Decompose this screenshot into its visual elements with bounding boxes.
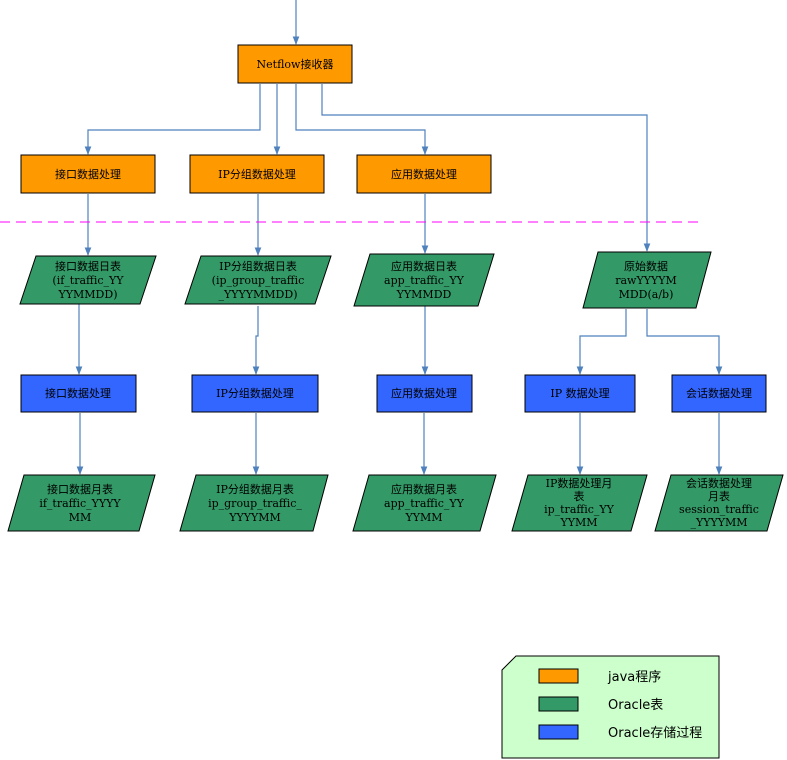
month-session-line1: 会话数据处理 xyxy=(686,476,752,490)
arrow-receiver-java-if xyxy=(84,84,261,155)
receiver-label: Netflow接收器 xyxy=(257,57,334,71)
month-rawip-line4: YYMM xyxy=(559,516,597,529)
java-app-label: 应用数据处理 xyxy=(391,167,457,181)
legend-swatch-java xyxy=(538,668,579,684)
month-app-line3: YYMM xyxy=(404,511,442,524)
arrow-receiver-raw xyxy=(321,84,651,252)
raw-table-node: 原始数据 rawYYYYM MDD(a/b) xyxy=(582,251,712,309)
month-session-line4: _YYYYMM xyxy=(690,516,747,529)
proc-rawip-node: IP 数据处理 xyxy=(524,374,636,413)
month-table-if-node: 接口数据月表 if_traffic_YYYY MM xyxy=(7,474,156,532)
legend-java-label: java程序 xyxy=(607,670,661,685)
receiver-node: Netflow接收器 xyxy=(237,44,353,84)
month-ip-line3: YYYYMM xyxy=(228,511,281,524)
day-ip-line1: IP分组数据日表 xyxy=(219,259,297,273)
day-table-app-node: 应用数据日表 app_traffic_YY YYMMDD xyxy=(353,253,495,307)
raw-line1: 原始数据 xyxy=(624,259,668,273)
month-rawip-line2: 表 xyxy=(574,489,585,503)
arrow-raw-session-proc xyxy=(646,309,723,375)
proc-session-node: 会话数据处理 xyxy=(671,374,767,413)
connectors xyxy=(75,0,723,475)
legend-oracle-table-label: Oracle表 xyxy=(608,698,663,713)
month-if-line3: MM xyxy=(69,511,92,524)
proc-rawip-label: IP 数据处理 xyxy=(550,386,609,400)
month-rawip-line3: ip_traffic_YY xyxy=(544,503,615,516)
month-app-line1: 应用数据月表 xyxy=(391,482,457,496)
month-app-line2: app_traffic_YY xyxy=(384,497,465,510)
day-table-if-node: 接口数据日表 (if_traffic_YY YYMMDD) xyxy=(19,255,157,305)
raw-line3: MDD(a/b) xyxy=(619,288,674,301)
month-ip-line1: IP分组数据月表 xyxy=(216,482,294,496)
day-app-line1: 应用数据日表 xyxy=(391,259,457,273)
day-if-line1: 接口数据日表 xyxy=(55,259,121,273)
day-ip-line2: (ip_group_traffic xyxy=(212,274,305,287)
legend-swatch-oracle-table xyxy=(538,696,579,712)
day-ip-line3: _YYYYMMDD) xyxy=(218,288,297,301)
day-app-line2: app_traffic_YY xyxy=(384,274,465,287)
month-table-app-node: 应用数据月表 app_traffic_YY YYMM xyxy=(352,474,497,532)
legend-swatch-oracle-proc xyxy=(538,724,579,740)
proc-if-label: 接口数据处理 xyxy=(45,386,111,400)
month-rawip-line1: IP数据处理月 xyxy=(546,476,613,490)
day-if-line2: (if_traffic_YY xyxy=(52,274,124,287)
arrow-day-ip-proc xyxy=(252,306,260,375)
proc-if-node: 接口数据处理 xyxy=(20,374,137,413)
day-app-line3: YYMMDD xyxy=(396,288,452,301)
proc-app-label: 应用数据处理 xyxy=(391,386,457,400)
java-if-label: 接口数据处理 xyxy=(55,167,121,181)
month-if-line2: if_traffic_YYYY xyxy=(39,497,121,510)
java-ip-node: IP分组数据处理 xyxy=(189,154,325,194)
proc-ip-label: IP分组数据处理 xyxy=(216,386,294,400)
proc-session-label: 会话数据处理 xyxy=(686,386,752,400)
month-if-line1: 接口数据月表 xyxy=(47,482,113,496)
proc-ip-node: IP分组数据处理 xyxy=(191,374,319,413)
proc-app-node: 应用数据处理 xyxy=(376,374,473,413)
day-table-ip-node: IP分组数据日表 (ip_group_traffic _YYYYMMDD) xyxy=(184,255,332,305)
java-ip-label: IP分组数据处理 xyxy=(218,167,296,181)
month-table-rawip-node: IP数据处理月 表 ip_traffic_YY YYMM xyxy=(511,474,648,532)
day-if-line3: YYMMDD) xyxy=(58,288,118,301)
month-session-line2: 月表 xyxy=(708,489,730,503)
java-if-node: 接口数据处理 xyxy=(20,154,156,194)
legend: java程序 Oracle表 Oracle存储过程 xyxy=(501,655,720,759)
raw-line2: rawYYYYM xyxy=(615,274,677,287)
java-app-node: 应用数据处理 xyxy=(356,154,492,194)
month-table-ip-node: IP分组数据月表 ip_group_traffic_ YYYYMM xyxy=(179,474,329,532)
month-ip-line2: ip_group_traffic_ xyxy=(208,497,302,510)
arrow-raw-rawip-proc xyxy=(576,309,627,375)
month-session-line3: session_traffic xyxy=(679,503,759,516)
legend-oracle-proc-label: Oracle存储过程 xyxy=(608,726,702,741)
month-table-session-node: 会话数据处理 月表 session_traffic _YYYYMM xyxy=(654,474,784,532)
arrow-receiver-java-app xyxy=(295,84,429,155)
